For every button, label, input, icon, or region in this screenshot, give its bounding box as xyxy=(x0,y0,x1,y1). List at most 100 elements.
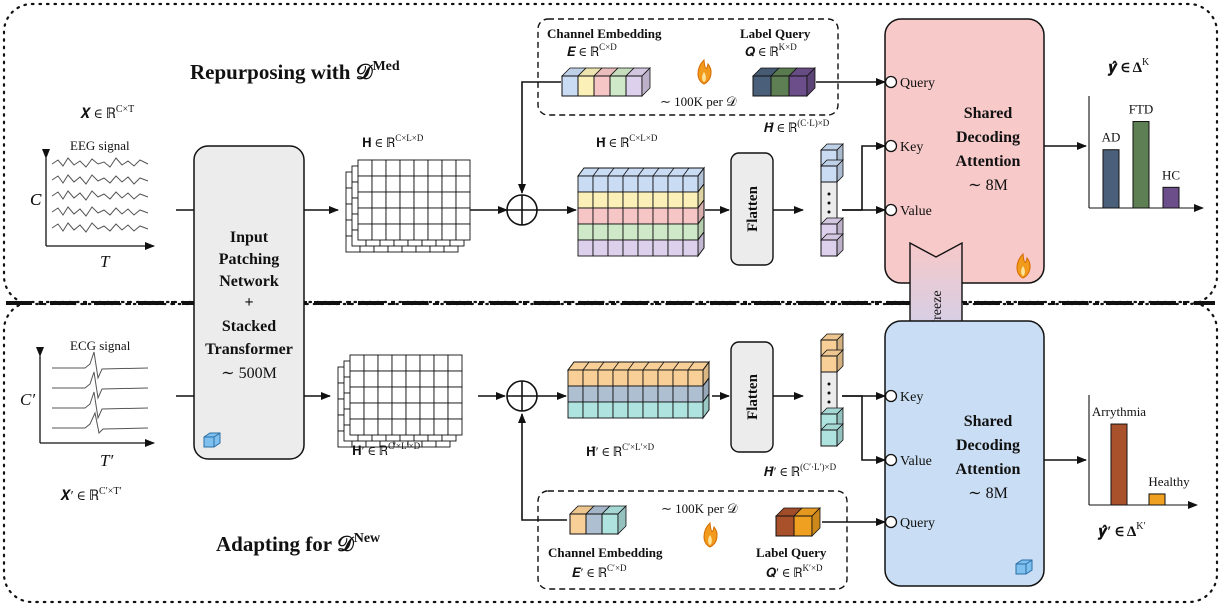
h-tensor-cell xyxy=(413,223,429,241)
eeg-time-axis-label: T xyxy=(100,252,111,271)
frozen-cube-icon xyxy=(203,432,221,448)
top-sum-operator xyxy=(506,194,538,226)
shared-attention-title: Shared Decoding Attention xyxy=(956,105,1021,170)
h-prime-tensor-cell xyxy=(419,386,435,404)
flatten-label: Flatten xyxy=(745,373,761,419)
htilde-tensor-cell xyxy=(622,239,639,257)
htilde-prime-tensor-cell xyxy=(642,401,659,419)
hflat-to-key-arrow xyxy=(842,142,886,211)
label-query-title: Label Query xyxy=(756,545,827,560)
htilde-tensor-cell xyxy=(682,191,699,209)
label-query-blocks xyxy=(775,507,821,537)
ecg-signal-plot xyxy=(36,347,155,447)
svg-text:Key: Key xyxy=(900,140,923,155)
hflat-prime-tensor-math: 𝑯̃′ ∈ ℝ(C′·L′)×D xyxy=(764,462,837,479)
h-tensor-cell xyxy=(385,223,401,241)
htilde-prime-tensor-cell xyxy=(582,385,599,403)
htilde-prime-tensor-cell xyxy=(687,401,704,419)
h-tensor-cell xyxy=(399,207,415,225)
shared-attention-params: ∼ 8M xyxy=(968,177,1008,194)
h-prime-tensor-cell xyxy=(447,370,463,388)
h-tensor-cell xyxy=(371,159,387,177)
svg-text:Transformer: Transformer xyxy=(205,341,293,358)
h-tensor-cell xyxy=(455,223,471,241)
h-prime-tensor-cell xyxy=(349,418,365,436)
h-prime-tensor-cell xyxy=(377,370,393,388)
htilde-tensor-cell xyxy=(622,207,639,225)
htilde-prime-tensor-cell xyxy=(612,401,629,419)
htilde-tensor-cell xyxy=(577,223,594,241)
h-tensor-cell xyxy=(441,191,457,209)
label-query-cell xyxy=(788,75,808,97)
h-tensor-cell xyxy=(371,223,387,241)
h-prime-tensor-cell xyxy=(405,418,421,436)
attn-port-query: Query xyxy=(884,515,935,531)
h-prime-tensor-cell xyxy=(349,402,365,420)
htilde-tensor-cell xyxy=(667,239,684,257)
hflat-prime-cell xyxy=(820,355,838,373)
bar-hc xyxy=(1162,186,1180,209)
h-prime-tensor-cell xyxy=(349,354,365,372)
htilde-prime-tensor-cell xyxy=(582,401,599,419)
shared-attention-block xyxy=(884,18,1045,284)
htilde-prime-tensor-cell xyxy=(627,401,644,419)
h-prime-tensor-cell xyxy=(405,354,421,372)
htilde-tensor xyxy=(577,166,705,258)
htilde-prime-tensor-cell xyxy=(657,385,674,403)
bar-label-ad: AD xyxy=(1102,130,1121,145)
svg-text:Shared: Shared xyxy=(964,413,1013,430)
htilde-tensor-cell xyxy=(592,175,609,193)
svg-text:+: + xyxy=(244,294,253,311)
bottom-embedding-box xyxy=(537,490,848,590)
h-prime-tensor-cell xyxy=(377,402,393,420)
h-tensor-cell xyxy=(427,159,443,177)
eeg-input-math: 𝑿 ∈ ℝC×T xyxy=(80,104,134,122)
htilde-prime-tensor-cell xyxy=(627,369,644,387)
h-tensor-cell xyxy=(413,207,429,225)
top-embedding-to-sum-arrow xyxy=(518,81,561,194)
htilde-tensor-cell xyxy=(592,191,609,209)
htilde-tensor-cell xyxy=(652,207,669,225)
htilde-prime-tensor-cell xyxy=(567,385,584,403)
htilde-tensor-cell xyxy=(667,223,684,241)
bottom-sum-operator xyxy=(506,380,538,412)
label-query-title: Label Query xyxy=(740,26,811,41)
h-tensor-cell xyxy=(455,207,471,225)
channel-embedding-cell xyxy=(625,75,643,97)
label-query-cell xyxy=(793,515,813,537)
htilde-prime-tensor-cell xyxy=(627,385,644,403)
h-prime-tensor-cell xyxy=(419,354,435,372)
bar-label-ftd: FTD xyxy=(1129,102,1154,117)
bottom-section-title: Adapting for 𝒟New xyxy=(216,531,381,556)
flatten-block xyxy=(730,152,774,266)
h-prime-tensor-cell xyxy=(447,402,463,420)
htilde-prime-tensor-cell xyxy=(567,369,584,387)
bar-ftd xyxy=(1132,121,1150,209)
htilde-tensor-cell xyxy=(637,207,654,225)
h-prime-tensor-cell xyxy=(391,402,407,420)
embedding-params-note: ∼ 100K per 𝒟 xyxy=(661,501,738,516)
attn-port-query: Query xyxy=(884,75,935,91)
top-embedding-box xyxy=(537,18,839,116)
h-prime-tensor-cell xyxy=(363,402,379,420)
h-prime-tensor-cell xyxy=(363,354,379,372)
attn-port-value: Value xyxy=(884,453,932,469)
h-tensor-cell xyxy=(399,159,415,177)
channel-embedding-cell xyxy=(593,75,611,97)
h-prime-tensor-grid xyxy=(337,354,463,448)
channel-embedding-cell xyxy=(601,513,619,535)
h-prime-tensor-cell xyxy=(377,418,393,436)
h-prime-tensor-cell xyxy=(419,370,435,388)
hflat-column xyxy=(820,143,844,257)
htilde-prime-tensor-cell xyxy=(597,369,614,387)
htilde-prime-tensor-cell xyxy=(672,385,689,403)
htilde-tensor-cell xyxy=(667,191,684,209)
svg-text:Stacked: Stacked xyxy=(222,318,276,335)
hflat-cell xyxy=(820,165,838,183)
hflat-prime-cell xyxy=(820,429,838,447)
htilde-tensor-cell xyxy=(607,239,624,257)
h-tensor-cell xyxy=(427,207,443,225)
htilde-prime-tensor-cell xyxy=(672,369,689,387)
